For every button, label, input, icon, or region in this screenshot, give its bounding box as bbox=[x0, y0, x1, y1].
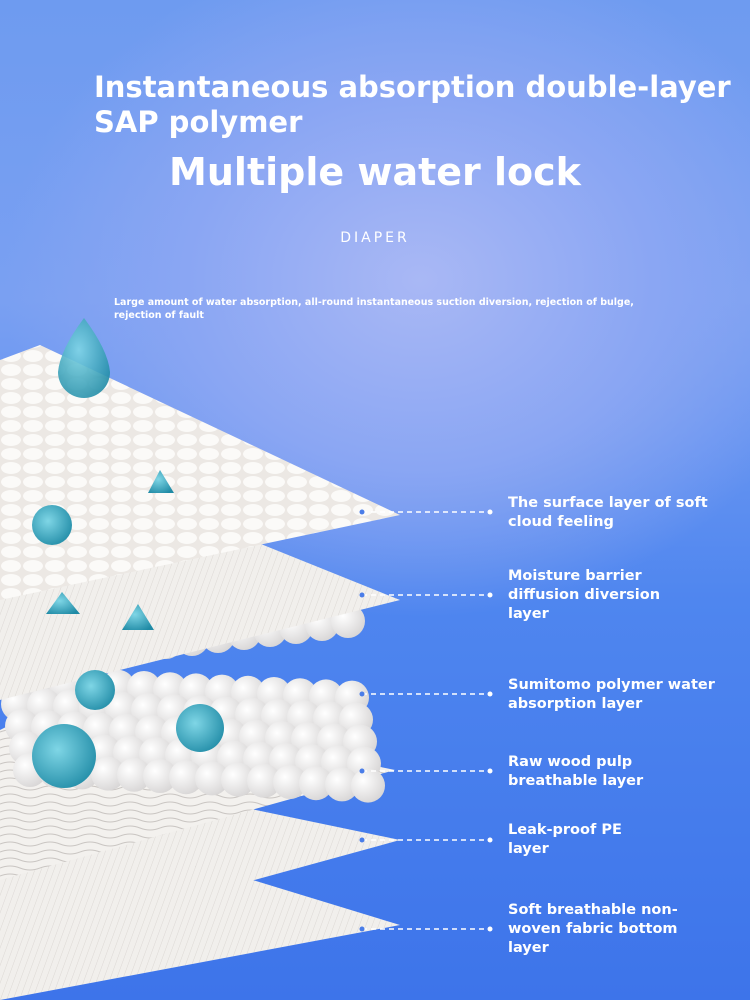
leader-dot bbox=[359, 691, 365, 697]
leader-dot bbox=[487, 768, 493, 774]
polymer-ball bbox=[169, 760, 203, 795]
layer-label-bottom: Soft breathable non-woven fabric bottom … bbox=[508, 902, 678, 956]
leader-dot bbox=[359, 926, 365, 932]
polymer-ball bbox=[299, 766, 333, 801]
leader-dot bbox=[487, 592, 493, 598]
polymer-ball bbox=[273, 765, 307, 799]
leader-dot bbox=[359, 592, 365, 598]
polymer-ball bbox=[351, 768, 385, 803]
polymer-ball bbox=[143, 759, 177, 793]
leader-dot bbox=[487, 926, 493, 932]
layer-label-moisture-barrier: Moisture barrier diffusion diversion lay… bbox=[508, 568, 661, 622]
leader-dot bbox=[487, 691, 493, 697]
layer-label-polymer: Sumitomo polymer water absorption layer bbox=[508, 677, 715, 712]
layer-surface bbox=[0, 345, 400, 600]
headline: Instantaneous absorption double-layer SA… bbox=[94, 70, 731, 139]
polymer-ball bbox=[221, 762, 255, 797]
leader-dot bbox=[487, 837, 493, 843]
subtitle: DIAPER bbox=[340, 230, 410, 246]
page-title: Multiple water lock bbox=[169, 150, 581, 194]
polymer-ball bbox=[91, 756, 125, 791]
polymer-ball bbox=[325, 767, 359, 802]
polymer-ball bbox=[247, 763, 281, 798]
polymer-ball bbox=[117, 757, 151, 792]
leader-dot bbox=[487, 509, 493, 515]
layer-label-pe: Leak-proof PE layer bbox=[508, 822, 622, 857]
label-leader-lines bbox=[359, 509, 493, 932]
layer-label-surface: The surface layer of soft cloud feeling bbox=[508, 495, 708, 530]
layer-label-wood-pulp: Raw wood pulp breathable layer bbox=[508, 754, 644, 789]
leader-dot bbox=[359, 837, 365, 843]
water-drop-icon bbox=[32, 318, 224, 788]
description: Large amount of water absorption, all-ro… bbox=[114, 297, 634, 321]
leader-dot bbox=[359, 509, 365, 515]
leader-dot bbox=[359, 768, 365, 774]
polymer-ball bbox=[195, 761, 229, 796]
